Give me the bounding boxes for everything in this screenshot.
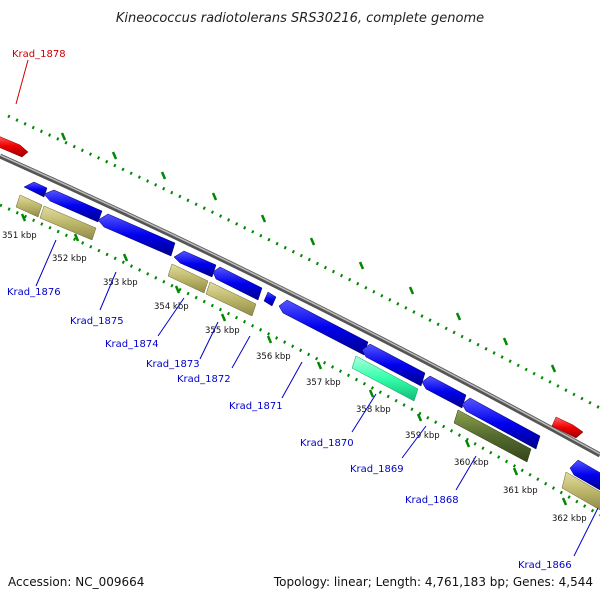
kbp-label-361: 361 kbp (503, 486, 538, 496)
gene-label-krad-1875[interactable]: Krad_1875 (70, 316, 124, 327)
map-title: Kineococcus radiotolerans SRS30216, comp… (116, 11, 484, 26)
kbp-label-357: 357 kbp (306, 378, 341, 388)
gene-blue-6[interactable] (263, 291, 277, 307)
gene-blue-8[interactable] (361, 343, 426, 387)
gene-label-krad-1873[interactable]: Krad_1873 (146, 359, 200, 370)
gene-label-krad-1874[interactable]: Krad_1874 (105, 339, 159, 350)
kbp-label-353: 353 kbp (103, 278, 138, 288)
gene-khaki-3[interactable] (167, 263, 209, 294)
gene-khaki-5[interactable] (561, 471, 600, 511)
kbp-label-351: 351 kbp (2, 231, 37, 241)
gene-krad-1870[interactable] (351, 355, 419, 402)
gene-blue-5[interactable] (212, 266, 263, 301)
gene-krad-1868[interactable] (453, 409, 532, 463)
inner-major-ticks (20, 213, 568, 506)
kbp-label-356: 356 kbp (256, 352, 291, 362)
outer-major-ticks (60, 132, 557, 373)
gene-blue-1[interactable] (23, 181, 48, 198)
gene-label-krad-1870[interactable]: Krad_1870 (300, 438, 354, 449)
gene-label-krad-1876[interactable]: Krad_1876 (7, 287, 61, 298)
genome-summary-text: Topology: linear; Length: 4,761,183 bp; … (273, 575, 593, 589)
gene-krad-1878[interactable] (0, 135, 29, 158)
gene-label-krad-1878[interactable]: Krad_1878 (12, 49, 66, 60)
gene-blue-2[interactable] (43, 189, 103, 223)
gene-blue-9[interactable] (421, 375, 467, 409)
gene-khaki-2[interactable] (39, 205, 97, 241)
gene-label-krad-1871[interactable]: Krad_1871 (229, 401, 283, 412)
gene-label-krad-1869[interactable]: Krad_1869 (350, 464, 404, 475)
gene-blue-10[interactable] (461, 397, 541, 450)
genome-backbone (0, 153, 600, 458)
gene-khaki-1[interactable] (15, 194, 43, 218)
outer-guide-arc (7, 114, 600, 410)
genome-backbone-highlight (0, 154, 600, 455)
accession-text: Accession: NC_009664 (8, 575, 144, 589)
kbp-label-358: 358 kbp (356, 405, 391, 415)
gene-krad-1866-fwd[interactable] (551, 416, 584, 439)
gene-blue-3[interactable] (97, 213, 176, 257)
kbp-label-359: 359 kbp (405, 431, 440, 441)
kbp-label-355: 355 kbp (205, 326, 240, 336)
gene-label-krad-1866[interactable]: Krad_1866 (518, 560, 572, 571)
gene-label-krad-1872[interactable]: Krad_1872 (177, 374, 231, 385)
kbp-label-352: 352 kbp (52, 254, 87, 264)
gene-khaki-4[interactable] (205, 281, 257, 317)
label-leader-lines (15, 59, 599, 557)
gene-label-krad-1868[interactable]: Krad_1868 (405, 495, 459, 506)
gene-blue-4[interactable] (173, 250, 217, 278)
kbp-label-362: 362 kbp (552, 514, 587, 524)
gene-blue-7[interactable] (278, 299, 369, 356)
kbp-label-354: 354 kbp (154, 302, 189, 312)
inner-guide-arc (0, 203, 600, 517)
